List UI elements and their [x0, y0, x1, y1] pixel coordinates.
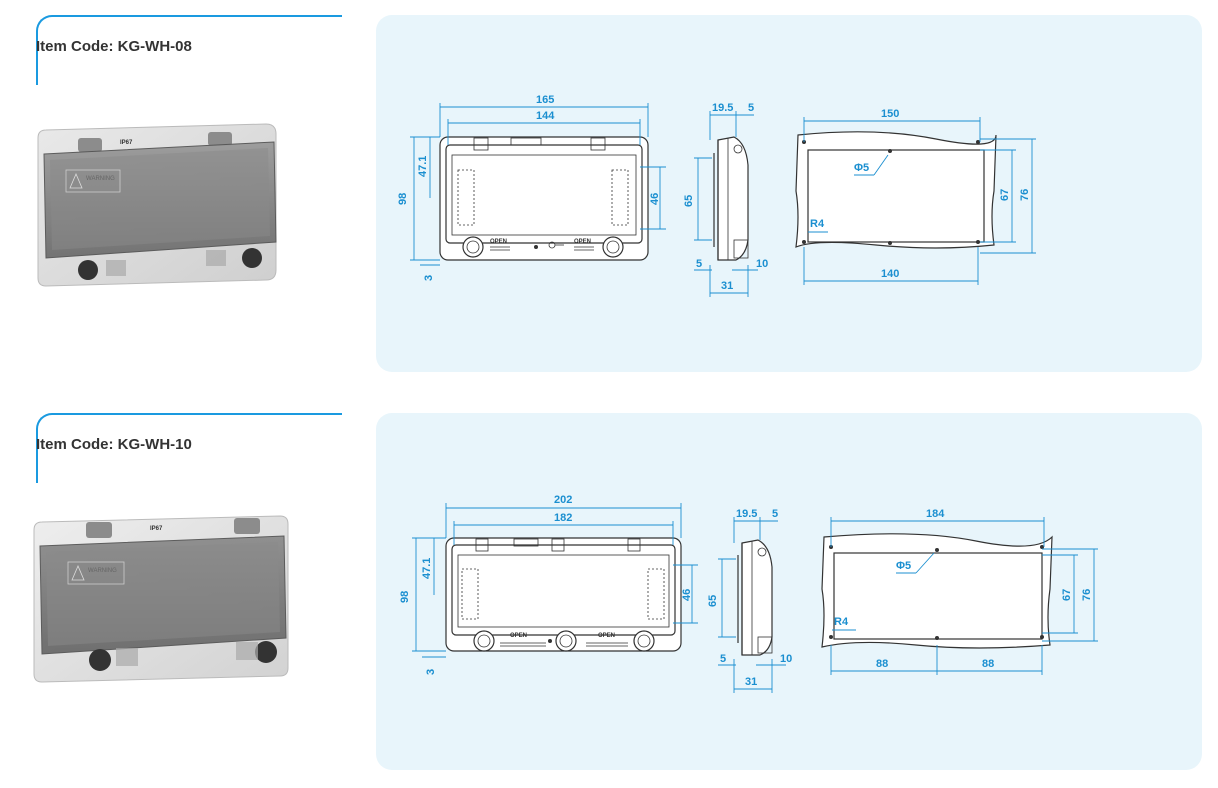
- hinge-icon: [208, 132, 232, 146]
- warning-triangle-icon: [69, 172, 83, 189]
- hinge-icon: [86, 522, 112, 538]
- front-view: OPEN OPEN 202 182 98 47.1 46 3: [399, 494, 698, 675]
- open-label-right: OPEN: [598, 633, 615, 639]
- dim-foot-left: 5: [696, 258, 702, 270]
- technical-drawing: OPEN OPEN 202 182 98 47.1 46 3: [399, 494, 1098, 693]
- product-section-kg-wh-08: Item Code: KG-WH-08 IP67 WARNING: [0, 0, 1218, 380]
- dim-depth-a: 19.5: [736, 508, 757, 520]
- dim-side-height: 65: [683, 195, 695, 207]
- knob-right-icon: [242, 248, 262, 268]
- warning-sticker: [65, 169, 121, 193]
- item-code-label: Item Code: KG-WH-10: [36, 436, 192, 453]
- dim-depth-b: 5: [748, 102, 754, 114]
- dim-total-height: 98: [399, 591, 411, 603]
- warning-text: WARNING: [86, 176, 115, 182]
- knob-left-icon: [89, 649, 111, 671]
- dim-outer-height: 76: [1019, 189, 1031, 201]
- knob-right-icon: [255, 641, 277, 663]
- dim-foot-right: 10: [756, 258, 768, 270]
- open-label-right: OPEN: [574, 239, 591, 245]
- dim-total-height: 98: [397, 193, 409, 205]
- dim-base-offset: 3: [423, 275, 435, 281]
- cutout-view: 150 Φ5 R4 67 76 140: [795, 108, 1036, 285]
- dim-corner-radius: R4: [834, 616, 849, 628]
- dim-corner-radius: R4: [810, 218, 825, 230]
- technical-drawing: OPEN OPEN 165 144 98 47.1 46 3: [397, 94, 1036, 297]
- dim-outer-height: 76: [1081, 589, 1093, 601]
- dim-cutout-top-width: 184: [926, 508, 945, 520]
- dim-cutout-top-width: 150: [881, 108, 899, 120]
- warning-triangle-icon: [71, 564, 85, 581]
- warning-text: WARNING: [88, 568, 117, 574]
- dim-cutout-bottom-left-width: 88: [876, 658, 888, 670]
- dim-inner-height: 67: [1061, 589, 1073, 601]
- dim-foot-left: 5: [720, 653, 726, 665]
- dim-window-width: 182: [554, 512, 572, 524]
- dim-hole-diameter: Φ5: [854, 162, 869, 174]
- dim-total-depth: 31: [721, 280, 733, 292]
- item-code-frame: [36, 15, 342, 85]
- dim-total-depth: 31: [745, 676, 757, 688]
- dim-depth-b: 5: [772, 508, 778, 520]
- dim-overall-width: 165: [536, 94, 554, 106]
- dim-depth-a: 19.5: [712, 102, 733, 114]
- dim-cutout-bottom-width: 140: [881, 268, 899, 280]
- product-logo: IP67: [120, 140, 133, 146]
- dim-side-height: 65: [707, 595, 719, 607]
- dim-cutout-bottom-right-width: 88: [982, 658, 994, 670]
- dim-base-offset: 3: [425, 669, 437, 675]
- product-photo: IP67 WARNING: [33, 515, 289, 683]
- dim-inner-height: 67: [999, 189, 1011, 201]
- cutout-view: 184 Φ5 R4 67 76 88 88: [821, 508, 1098, 675]
- product-photo: IP67 WARNING: [37, 123, 277, 287]
- dim-window-width: 144: [536, 110, 555, 122]
- dim-window-height: 46: [649, 193, 661, 205]
- front-view: OPEN OPEN 165 144 98 47.1 46 3: [397, 94, 666, 281]
- dim-upper-height: 47.1: [421, 558, 433, 579]
- hinge-icon: [78, 138, 102, 152]
- product-section-kg-wh-10: Item Code: KG-WH-10 IP67 WARNING: [0, 398, 1218, 778]
- side-view: 19.5 5 65 5 10 31: [683, 102, 768, 297]
- side-view: 19.5 5 65 5 10 31: [707, 508, 792, 693]
- dim-window-height: 46: [681, 589, 693, 601]
- dim-overall-width: 202: [554, 494, 572, 506]
- dim-foot-right: 10: [780, 653, 792, 665]
- item-code-label: Item Code: KG-WH-08: [36, 38, 192, 55]
- dim-upper-height: 47.1: [417, 156, 429, 177]
- product-logo: IP67: [150, 526, 163, 532]
- hinge-icon: [234, 518, 260, 534]
- dim-hole-diameter: Φ5: [896, 560, 911, 572]
- item-code-frame: [36, 413, 342, 483]
- open-label-left: OPEN: [490, 239, 507, 245]
- warning-sticker: [67, 561, 125, 585]
- knob-left-icon: [78, 260, 98, 280]
- open-label-left: OPEN: [510, 633, 527, 639]
